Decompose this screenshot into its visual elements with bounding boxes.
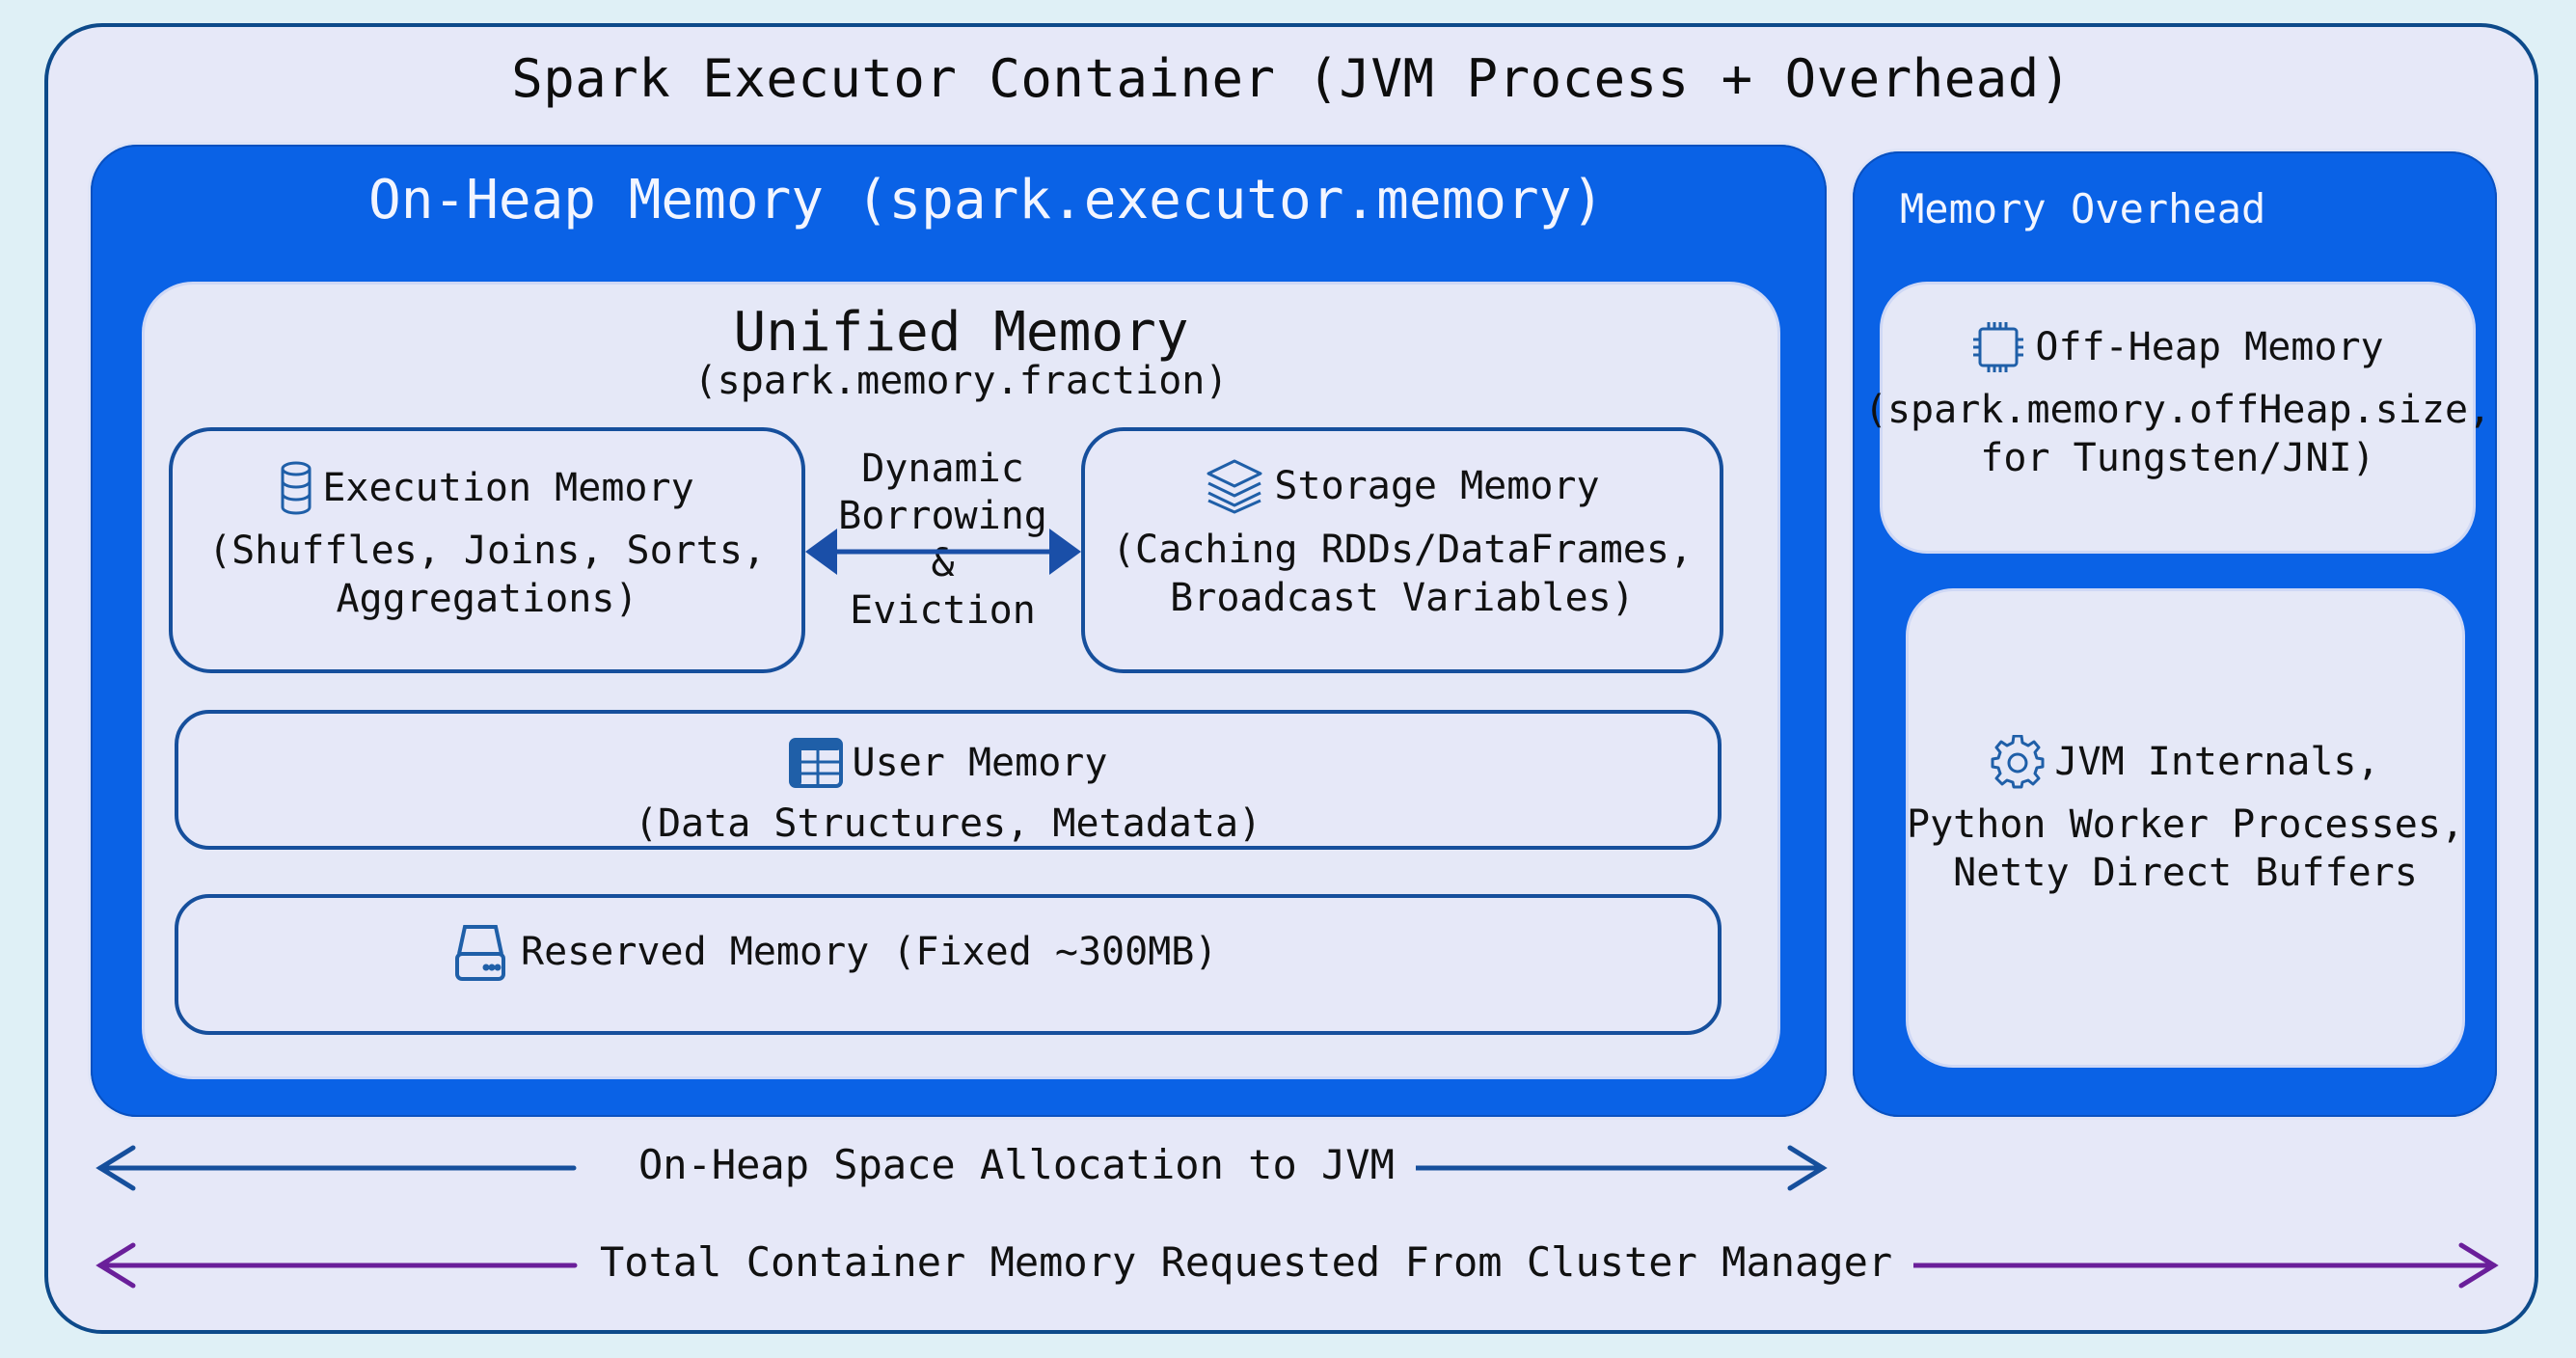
reserved-memory-text: Reserved Memory (Fixed ~300MB) xyxy=(175,921,1722,994)
hard-drive-icon xyxy=(449,921,511,983)
user-memory-title: User Memory xyxy=(852,741,1108,785)
gear-icon xyxy=(1991,735,2045,789)
diagram-title: Spark Executor Container (JVM Process + … xyxy=(511,48,2072,109)
borrowing-line-1: Dynamic xyxy=(861,447,1024,491)
unified-memory-title: Unified Memory xyxy=(733,301,1189,364)
layers-icon xyxy=(1205,458,1264,514)
execution-memory-block xyxy=(169,427,805,673)
on-heap-title: On-Heap Memory (spark.executor.memory) xyxy=(368,169,1605,231)
off-heap-memory-text: Off-Heap Memory (spark.memory.offHeap.si… xyxy=(1861,320,2494,482)
user-memory-block xyxy=(175,710,1722,850)
jvm-internals-line-2: Python Worker Processes, xyxy=(1907,802,2464,847)
on-heap-allocation-label: On-Heap Space Allocation to JVM xyxy=(617,1141,1416,1188)
execution-memory-text: Execution Memory (Shuffles, Joins, Sorts… xyxy=(169,461,805,623)
off-heap-memory-desc-1: (spark.memory.offHeap.size, xyxy=(1863,388,2492,432)
jvm-internals-block xyxy=(1909,591,2462,1065)
borrowing-line-3: & xyxy=(931,541,955,585)
on-heap-allocation-arrow xyxy=(95,1145,1828,1191)
jvm-internals-text: JVM Internals, Python Worker Processes, … xyxy=(1890,735,2481,897)
storage-memory-desc-1: (Caching RDDs/DataFrames, xyxy=(1111,528,1694,572)
reserved-memory-block xyxy=(175,894,1722,1035)
execution-memory-desc-1: (Shuffles, Joins, Sorts, xyxy=(208,529,766,573)
storage-memory-block xyxy=(1081,427,1723,673)
jvm-internals-line-3: Netty Direct Buffers xyxy=(1953,851,2418,895)
off-heap-memory-title: Off-Heap Memory xyxy=(2035,325,2384,369)
off-heap-memory-desc-2: for Tungsten/JNI) xyxy=(1980,436,2375,480)
total-container-memory-label: Total Container Memory Requested From Cl… xyxy=(579,1238,1914,1286)
reserved-memory-title: Reserved Memory (Fixed ~300MB) xyxy=(521,930,1218,974)
borrowing-double-arrow xyxy=(805,529,1081,575)
execution-memory-desc-2: Aggregations) xyxy=(336,577,638,621)
user-memory-desc: (Data Structures, Metadata) xyxy=(634,801,1262,846)
memory-overhead-title: Memory Overhead xyxy=(1900,185,2266,232)
table-icon xyxy=(788,738,843,788)
borrowing-line-4: Eviction xyxy=(850,588,1036,633)
storage-memory-text: Storage Memory (Caching RDDs/DataFrames,… xyxy=(1081,458,1723,622)
user-memory-text: User Memory (Data Structures, Metadata) xyxy=(175,738,1722,848)
execution-memory-title: Execution Memory xyxy=(322,466,694,510)
unified-memory-subtitle: (spark.memory.fraction) xyxy=(693,359,1229,403)
storage-memory-desc-2: Broadcast Variables) xyxy=(1170,576,1635,620)
database-icon xyxy=(280,461,312,515)
dynamic-borrowing-label: Dynamic Borrowing & Eviction xyxy=(810,446,1075,635)
borrowing-line-2: Borrowing xyxy=(838,494,1047,538)
jvm-internals-line-1: JVM Internals, xyxy=(2054,740,2380,784)
chip-icon xyxy=(1971,320,2025,374)
storage-memory-title: Storage Memory xyxy=(1274,464,1600,508)
